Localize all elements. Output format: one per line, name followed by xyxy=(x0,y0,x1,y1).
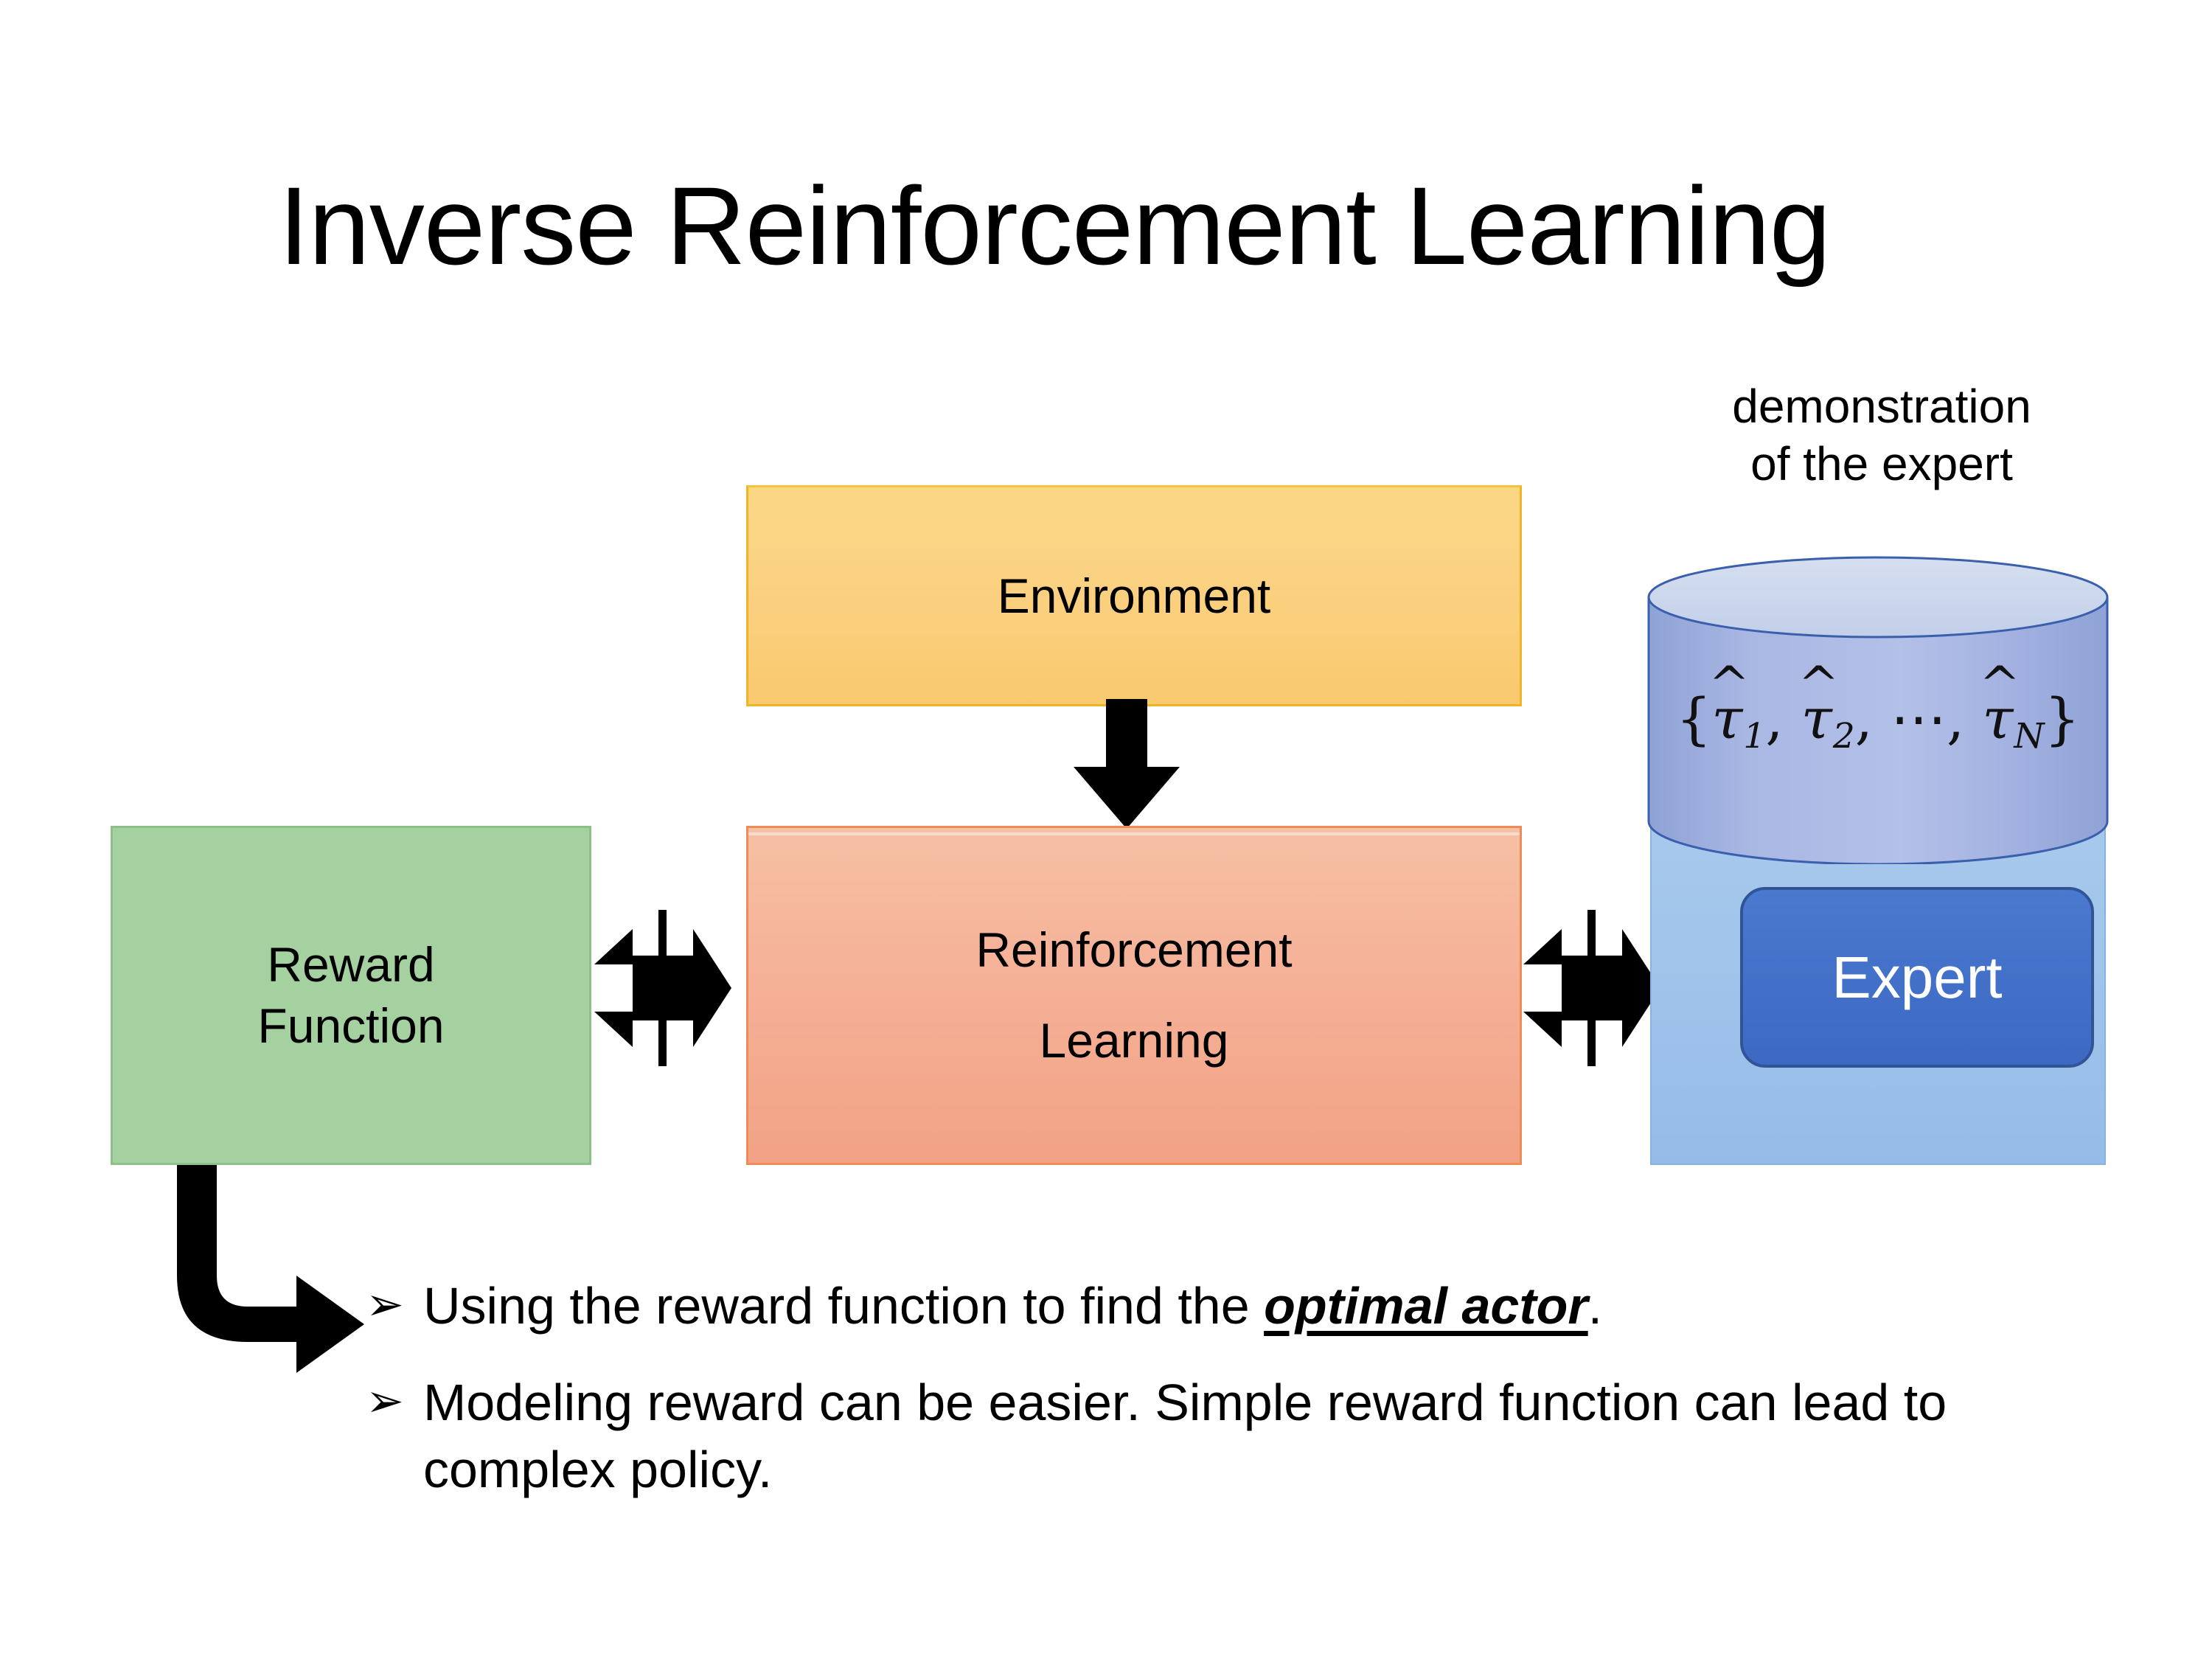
bullet-text-1: Using the reward function to find the op… xyxy=(423,1273,2076,1340)
quad-arrow-icon-right xyxy=(1519,907,1665,1069)
formula-sub-3: N xyxy=(2014,716,2045,757)
formula-term-2: ^τ xyxy=(1798,660,1839,751)
list-item: ➢ Using the reward function to find the … xyxy=(366,1273,2076,1340)
bullet-text-2: Modeling reward can be easier. Simple re… xyxy=(423,1369,2076,1503)
formula-tau-1: τ xyxy=(1711,686,1743,751)
demonstration-caption-line2: of the expert xyxy=(1750,437,2013,491)
node-reinforcement-learning: Reinforcement Learning xyxy=(746,826,1522,1165)
node-environment-label: Environment xyxy=(997,568,1271,623)
formula-close-brace: } xyxy=(2044,686,2081,751)
formula-hat-1: ^ xyxy=(1708,655,1750,714)
formula-sep-2: , xyxy=(1854,686,1891,751)
bullet-1-prefix: Using the reward function to find the xyxy=(423,1277,1265,1335)
quad-arrow-icon-left xyxy=(590,907,736,1069)
formula-open-brace: { xyxy=(1675,686,1712,751)
node-reward-function: Reward Function xyxy=(111,826,591,1165)
formula-hat-2: ^ xyxy=(1798,655,1840,714)
node-rl-label-line1: Reinforcement xyxy=(975,922,1293,978)
list-item: ➢ Modeling reward can be easier. Simple … xyxy=(366,1369,2076,1503)
demonstration-caption: demonstration of the expert xyxy=(1646,378,2118,493)
elbow-arrow-icon xyxy=(171,1165,370,1379)
arrow-down-icon xyxy=(1068,699,1186,829)
node-reward-label-line1: Reward xyxy=(267,936,435,992)
node-rl-label-line2: Learning xyxy=(1039,1013,1229,1068)
database-cylinder-icon xyxy=(1646,554,2110,864)
trajectory-set-formula: {^τ1, ^τ2, ⋯, ^τN} xyxy=(1646,660,2110,757)
demonstration-caption-line1: demonstration xyxy=(1732,380,2031,433)
node-environment: Environment xyxy=(746,485,1522,706)
node-expert-label: Expert xyxy=(1832,944,2003,1010)
formula-term-3: ^τ xyxy=(1979,660,2020,751)
formula-sep-3: , xyxy=(1947,686,1983,751)
formula-tau-3: τ xyxy=(1982,686,2014,751)
node-expert: Expert xyxy=(1740,887,2094,1068)
bullet-2-prefix: Modeling reward can be easier. Simple re… xyxy=(423,1374,1947,1498)
formula-tau-2: τ xyxy=(1801,686,1832,751)
bullet-marker-icon: ➢ xyxy=(366,1376,404,1427)
formula-sub-2: 2 xyxy=(1832,716,1855,757)
formula-hat-3: ^ xyxy=(1979,655,2021,714)
formula-sep-1: , xyxy=(1765,686,1801,751)
bullet-1-emphasis: optimal actor xyxy=(1264,1277,1588,1335)
bullet-1-suffix: . xyxy=(1587,1277,1603,1335)
node-reward-label-line2: Function xyxy=(257,998,445,1053)
page-title: Inverse Reinforcement Learning xyxy=(278,164,1832,288)
bullet-marker-icon: ➢ xyxy=(366,1279,404,1330)
formula-sub-1: 1 xyxy=(1743,716,1766,757)
formula-ellipsis: ⋯ xyxy=(1891,686,1947,751)
formula-term-1: ^τ xyxy=(1708,660,1750,751)
bullet-list: ➢ Using the reward function to find the … xyxy=(366,1273,2076,1503)
